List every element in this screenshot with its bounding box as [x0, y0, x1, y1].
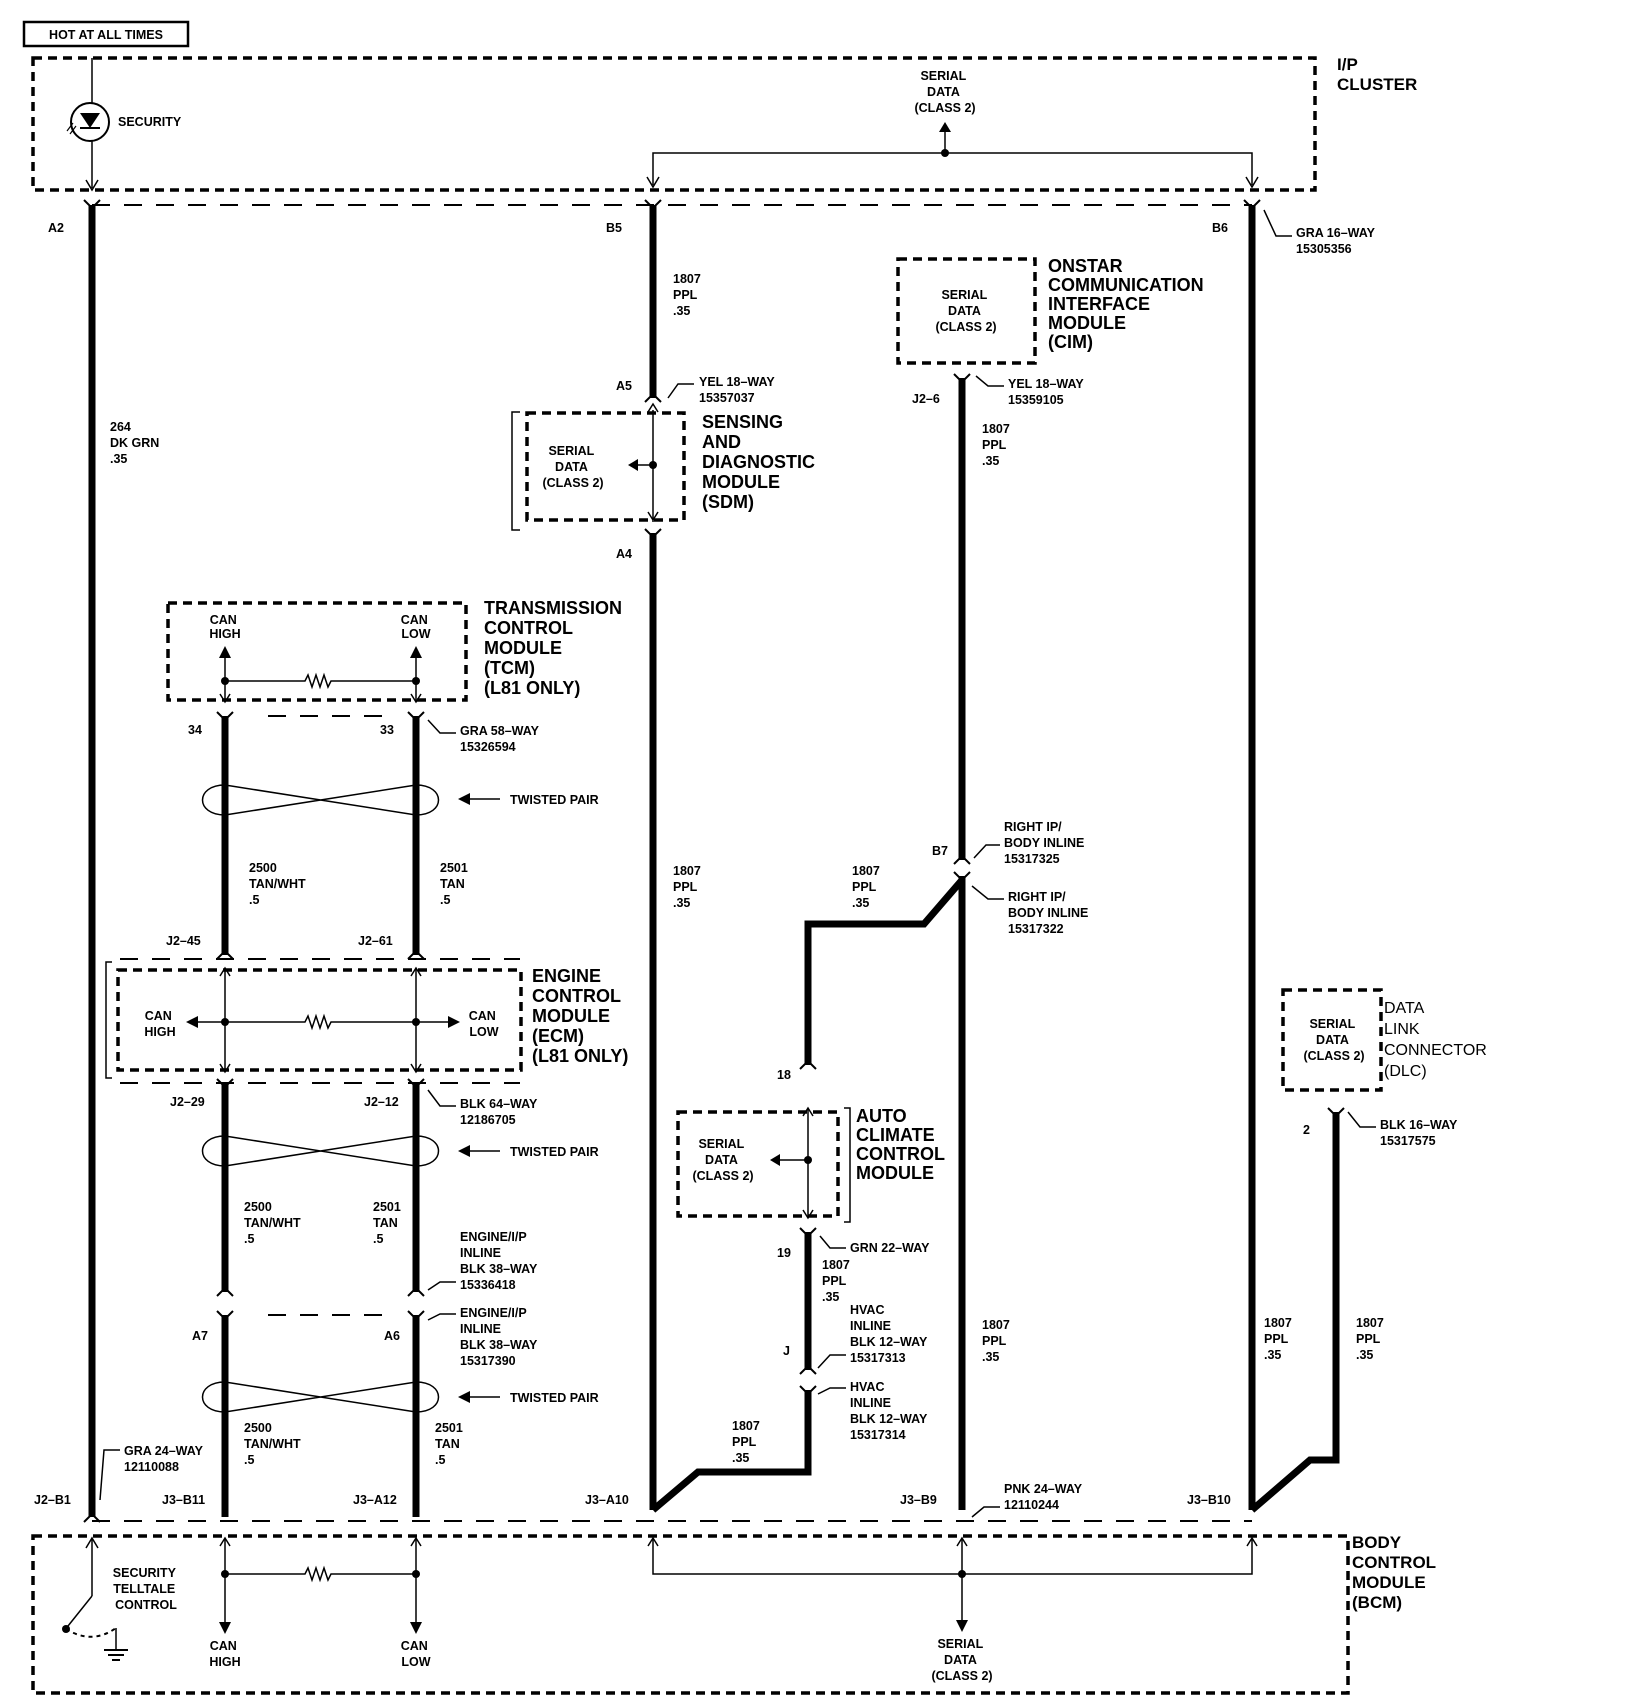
wire-2500-b: 2500 TAN/WHT .5 [244, 1200, 304, 1246]
pin-19: 19 [777, 1246, 791, 1260]
twisted-pair-icon [201, 1135, 440, 1167]
twisted-pair-label-2: TWISTED PAIR [510, 1145, 599, 1159]
conn-eng-ip-2: ENGINE/I/P INLINE BLK 38–WAY 15317390 [460, 1306, 541, 1368]
pin-18: 18 [777, 1068, 791, 1082]
wire-2501-a: 2501 TAN .5 [440, 861, 471, 907]
onstar-serial-data: SERIAL DATA (CLASS 2) [935, 288, 996, 334]
wire-1807-hvac-lower: 1807 PPL .35 [732, 1419, 763, 1465]
ecm-can-low: CAN LOW [469, 1009, 500, 1039]
conn-blk64: BLK 64–WAY 12186705 [460, 1097, 541, 1127]
pin-a2: A2 [48, 221, 64, 235]
conn-pnk24: PNK 24–WAY 12110244 [1004, 1482, 1085, 1512]
conn-right-ip-1: RIGHT IP/ BODY INLINE 15317325 [1004, 820, 1088, 866]
bcm-can-low: CAN LOW [401, 1639, 432, 1669]
pin-34: 34 [188, 723, 202, 737]
pin-j2-29: J2–29 [170, 1095, 205, 1109]
wire-1807-acc-lower: 1807 PPL .35 [822, 1258, 853, 1304]
wire-1807-b5: 1807 PPL .35 [673, 272, 704, 318]
acc-serial-data: SERIAL DATA (CLASS 2) [692, 1137, 753, 1183]
conn-gra24: GRA 24–WAY 12110088 [124, 1444, 206, 1474]
wire-1807-b9: 1807 PPL .35 [982, 1318, 1013, 1364]
conn-hvac-2: HVAC INLINE BLK 12–WAY 15317314 [850, 1380, 931, 1442]
wire-2500-a: 2500 TAN/WHT .5 [249, 861, 309, 907]
conn-grn22: GRN 22–WAY [850, 1241, 930, 1255]
twisted-pair-icon [201, 1381, 440, 1413]
ip-cluster-box [31, 56, 1317, 192]
conn-right-ip-2: RIGHT IP/ BODY INLINE 15317322 [1008, 890, 1092, 936]
ecm-label: ENGINE CONTROL MODULE (ECM) (L81 ONLY) [532, 966, 628, 1066]
sdm-serial-data: SERIAL DATA (CLASS 2) [542, 444, 603, 490]
pin-j2-12: J2–12 [364, 1095, 399, 1109]
pin-b6: B6 [1212, 221, 1228, 235]
hot-label-box [22, 20, 190, 48]
pin-j3-b9: J3–B9 [900, 1493, 937, 1507]
onstar-box [896, 257, 1037, 365]
wire-2501-b: 2501 TAN .5 [373, 1200, 404, 1246]
dlc-serial-data: SERIAL DATA (CLASS 2) [1303, 1017, 1364, 1063]
conn-yel18-cim: YEL 18–WAY 15359105 [1008, 377, 1087, 407]
pin-b7: B7 [932, 844, 948, 858]
bcm-label: BODY CONTROL MODULE (BCM) [1352, 1533, 1440, 1612]
dlc-box [1281, 988, 1383, 1092]
pin-b5: B5 [606, 221, 622, 235]
dlc-label: DATA LINK CONNECTOR (DLC) [1384, 1000, 1491, 1080]
pin-j2-6: J2–6 [912, 392, 940, 406]
tcm-can-high: CAN HIGH [209, 613, 240, 641]
ground-icon [104, 1649, 128, 1661]
security-label: SECURITY [118, 115, 182, 129]
pin-a4: A4 [616, 547, 632, 561]
pin-a6: A6 [384, 1329, 400, 1343]
wire-2500-c: 2500 TAN/WHT .5 [244, 1421, 304, 1467]
bcm-serial-data: SERIAL DATA (CLASS 2) [931, 1637, 992, 1683]
bcm-can-high: CAN HIGH [209, 1639, 240, 1669]
twisted-pair-label-1: TWISTED PAIR [510, 793, 599, 807]
pin-j2-45: J2–45 [166, 934, 201, 948]
hot-label: HOT AT ALL TIMES [49, 28, 163, 42]
pin-2: 2 [1303, 1123, 1310, 1137]
sdm-label: SENSING AND DIAGNOSTIC MODULE (SDM) [702, 412, 820, 512]
ip-cluster-label: I/P CLUSTER [1337, 55, 1417, 94]
pin-a7: A7 [192, 1329, 208, 1343]
pin-j2-61: J2–61 [358, 934, 393, 948]
conn-gra58: GRA 58–WAY 15326594 [460, 724, 542, 754]
cluster-serial-data: SERIAL DATA (CLASS 2) [914, 69, 975, 115]
twisted-pair-icon [201, 784, 440, 816]
tcm-can-low: CAN LOW [401, 613, 432, 641]
ecm-box [116, 968, 523, 1072]
onstar-label: ONSTAR COMMUNICATION INTERFACE MODULE (C… [1048, 256, 1209, 352]
conn-blk16: BLK 16–WAY 15317575 [1380, 1118, 1461, 1148]
pin-j3-b11: J3–B11 [162, 1493, 205, 1507]
pin-j: J [783, 1344, 790, 1358]
pin-a5: A5 [616, 379, 632, 393]
wire-1807-cim: 1807 PPL .35 [982, 422, 1013, 468]
security-telltale-label: SECURITY TELLTALE CONTROL [113, 1566, 179, 1612]
acc-label: AUTO CLIMATE CONTROL MODULE [856, 1106, 950, 1183]
ecm-can-high: CAN HIGH [144, 1009, 175, 1039]
pin-j3-a12: J3–A12 [353, 1493, 397, 1507]
conn-hvac-1: HVAC INLINE BLK 12–WAY 15317313 [850, 1303, 931, 1365]
bcm-box [31, 1534, 1350, 1695]
sdm-box [525, 411, 686, 522]
security-lamp-icon [66, 102, 110, 142]
wire-1807-dlc: 1807 PPL .35 [1356, 1316, 1387, 1362]
conn-gra16: GRA 16–WAY 15305356 [1296, 226, 1378, 256]
pin-j3-b10: J3–B10 [1187, 1493, 1231, 1507]
pin-j3-a10: J3–A10 [585, 1493, 629, 1507]
tcm-box [166, 601, 468, 702]
wire-1807-b10: 1807 PPL .35 [1264, 1316, 1295, 1362]
pin-33: 33 [380, 723, 394, 737]
twisted-pair-label-3: TWISTED PAIR [510, 1391, 599, 1405]
conn-yel18-sdm: YEL 18–WAY 15357037 [699, 375, 778, 405]
wire-2501-c: 2501 TAN .5 [435, 1421, 466, 1467]
pin-j2-b1: J2–B1 [34, 1493, 71, 1507]
conn-eng-ip-1: ENGINE/I/P INLINE BLK 38–WAY 15336418 [460, 1230, 541, 1292]
acc-box [676, 1110, 840, 1218]
wire-264: 264 DK GRN .35 [110, 420, 163, 466]
wire-1807-acc-upper: 1807 PPL .35 [852, 864, 883, 910]
tcm-label: TRANSMISSION CONTROL MODULE (TCM) (L81 O… [484, 598, 627, 698]
wire-1807-a4: 1807 PPL .35 [673, 864, 704, 910]
